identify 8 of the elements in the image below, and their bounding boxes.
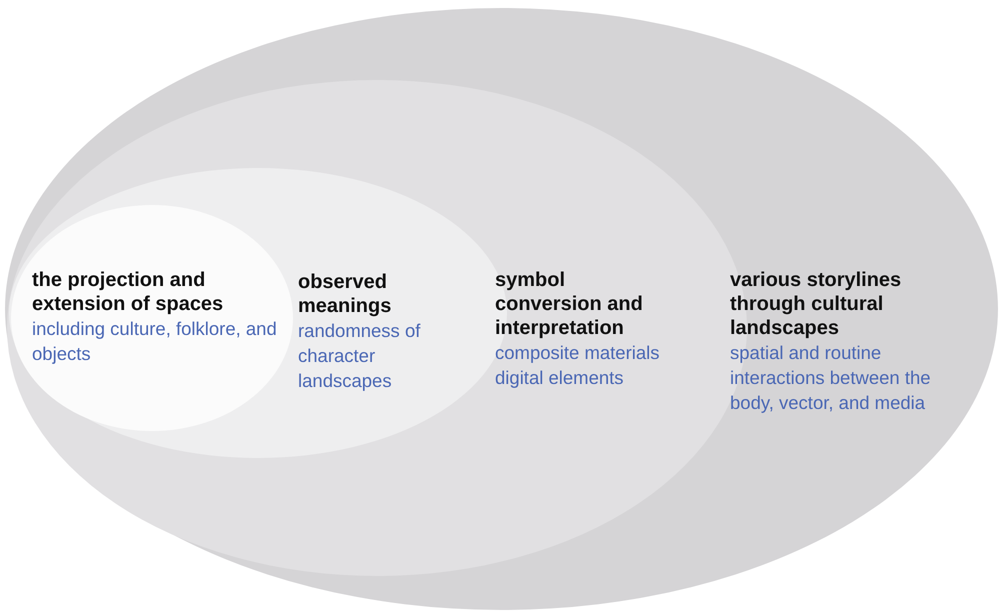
region-heading: various storylines through cultural landscapes bbox=[730, 268, 902, 340]
region-heading: the projection and extension of spaces bbox=[32, 268, 224, 316]
region-heading: symbol conversion and interpretation bbox=[495, 268, 644, 340]
region-description: randomness of character landscapes bbox=[298, 319, 422, 393]
region-description: spatial and routine interactions between the body, vector, and media bbox=[730, 341, 932, 415]
region-heading: observed meanings bbox=[298, 270, 392, 318]
region-description: composite materials digital elements bbox=[495, 341, 661, 390]
region-description: including culture, folklore, and objects bbox=[32, 317, 278, 366]
